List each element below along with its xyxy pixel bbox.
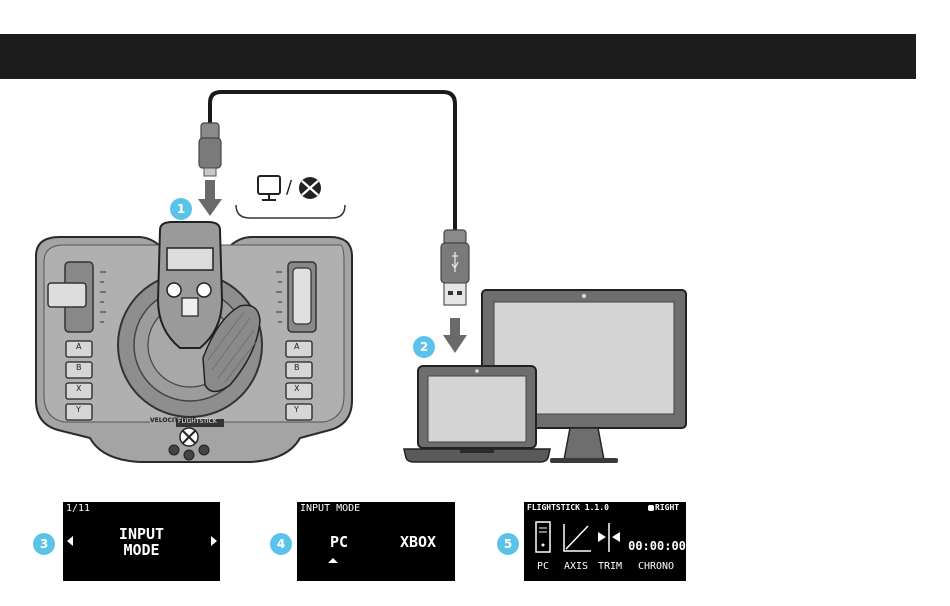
platform-bracket: [236, 205, 345, 218]
step-badge-2: 2: [413, 336, 435, 358]
step-badge-4: 4: [270, 533, 292, 555]
device-right-button-a: A: [294, 342, 299, 351]
device-right-button-b: B: [294, 363, 300, 372]
arrow-down-icon-2: [443, 318, 467, 353]
trim-icon: [598, 523, 620, 552]
step-badge-5: 5: [497, 533, 519, 555]
display-screen-home: FLIGHTSTICK 1.1.0 RIGHT 00:00:00 PC AXIS…: [524, 502, 686, 581]
display-screen-mode-select: INPUT MODE PC XBOX: [297, 502, 455, 581]
xbox-logo-icon: [299, 177, 321, 199]
label-trim: TRIM: [594, 561, 626, 572]
monitor-icon: [258, 176, 280, 200]
screen-title: INPUT MODE: [300, 503, 360, 514]
pc-tower-icon: [536, 522, 550, 552]
usb-c-plug-icon: [199, 123, 221, 176]
device-left-button-b: B: [76, 363, 82, 372]
platform-separator: /: [286, 177, 292, 198]
arrow-right-icon: [211, 536, 217, 546]
page-indicator: 1/11: [66, 503, 90, 514]
arrow-down-icon-1: [198, 180, 222, 216]
device-right-button-x: X: [294, 384, 299, 393]
label-axis: AXIS: [560, 561, 592, 572]
label-chrono: CHRONO: [628, 561, 684, 572]
laptop-icon: [404, 366, 550, 462]
chrono-value: 00:00:00: [628, 538, 686, 554]
device-right-button-y: Y: [294, 405, 299, 414]
selection-caret-icon: [328, 558, 338, 563]
menu-title-line2: MODE: [63, 542, 220, 558]
device-left-button-a: A: [76, 342, 81, 351]
device-brand-right: FLIGHTSTICK: [178, 418, 217, 425]
display-screen-input-mode: 1/11 INPUT MODE: [63, 502, 220, 581]
menu-title-line1: INPUT: [63, 526, 220, 542]
option-pc: PC: [319, 534, 359, 550]
step-badge-1: 1: [170, 198, 192, 220]
option-xbox: XBOX: [393, 534, 443, 550]
label-pc: PC: [532, 561, 554, 572]
device-left-button-y: Y: [76, 405, 81, 414]
step-badge-3: 3: [33, 533, 55, 555]
flightstick-device: [36, 222, 352, 462]
usb-a-plug-icon: [441, 230, 469, 305]
usb-cable: [210, 92, 455, 232]
device-left-button-x: X: [76, 384, 81, 393]
axis-curve-icon: [564, 524, 591, 551]
